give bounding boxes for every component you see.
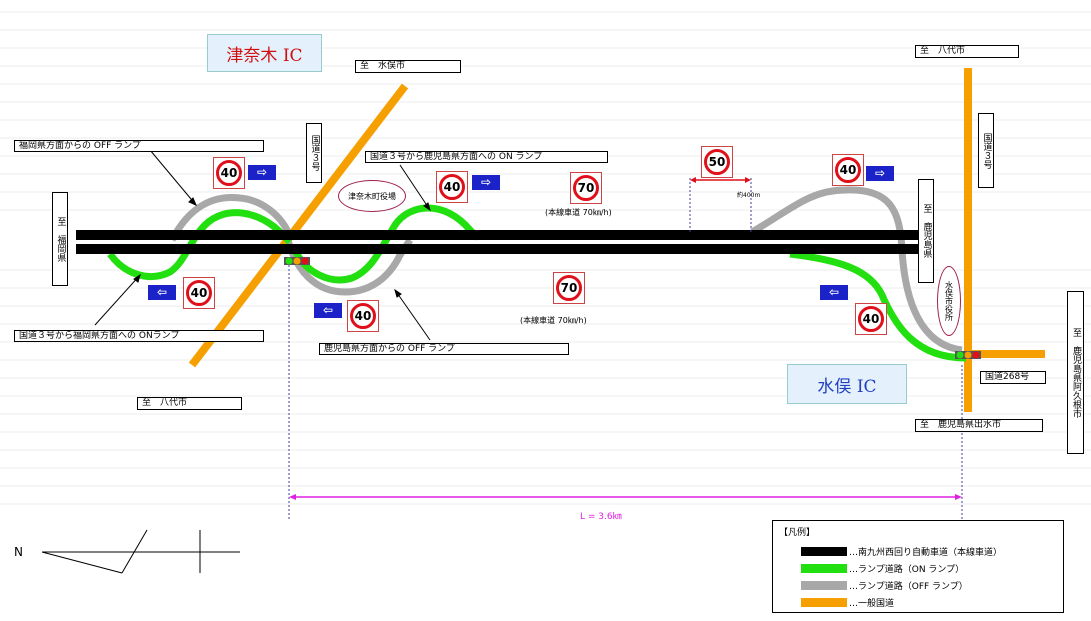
- arrow-right-icon: ⇨: [866, 166, 894, 181]
- speed-sign-40: 40: [855, 303, 887, 335]
- speed-sign-50: 50: [701, 146, 733, 178]
- speed-limit-icon: 70: [556, 275, 582, 301]
- minamata-ic-label: 水俣 IC: [787, 364, 907, 404]
- arrow-left-icon: ⇦: [314, 303, 342, 318]
- tsunagi-town-office: 津奈木町役場: [338, 180, 406, 212]
- dest-kagoshima-akune: 至 鹿児島県阿久根市: [1067, 291, 1084, 454]
- route-268-label: 国道268号: [980, 371, 1046, 384]
- label-on-to-fukuoka: 国道３号から福岡県方面への ONランプ: [14, 330, 264, 342]
- dest-yatsushiro-top: 至 八代市: [915, 45, 1019, 58]
- on-ramp-minamata: [789, 250, 967, 362]
- zone-length-note: 約400m: [737, 192, 761, 199]
- speed-note-lower: (本線車道 70㎞/h): [520, 316, 587, 325]
- legend-item-on-ramp: …ランプ道路（ON ランプ）: [801, 562, 965, 575]
- speed-sign-70: 70: [553, 272, 585, 304]
- legend-swatch: [801, 563, 847, 573]
- north-compass: [41, 529, 240, 574]
- legend-label: …南九州西回り自動車道（本線車道）: [849, 547, 1003, 558]
- speed-limit-icon: 40: [350, 303, 376, 329]
- legend-title: 【凡例】: [779, 528, 816, 538]
- legend-swatch: [801, 546, 847, 556]
- speed-limit-icon: 40: [835, 157, 861, 183]
- off-ramp-tsunagi-west: [168, 194, 292, 242]
- speed-note-upper: (本線車道 70㎞/h): [545, 208, 612, 217]
- legend-swatch: [801, 580, 847, 590]
- label-off-from-fukuoka: 福岡県方面からの OFF ランプ: [14, 140, 264, 152]
- distance-dimension: [289, 494, 962, 500]
- speed-sign-40: 40: [347, 300, 379, 332]
- speed-limit-icon: 50: [704, 149, 730, 175]
- national-road-3-west: [188, 83, 409, 368]
- north-label: N: [14, 545, 23, 559]
- legend-item-national-road: …一般国道: [801, 596, 895, 609]
- legend: 【凡例】 …南九州西回り自動車道（本線車道） …ランプ道路（ON ランプ） …ラ…: [772, 520, 1064, 613]
- speed-sign-40: 40: [436, 171, 468, 203]
- arrow-left-icon: ⇦: [820, 285, 848, 300]
- speed-sign-40: 40: [213, 157, 245, 189]
- traffic-signal-tsunagi: [284, 257, 310, 265]
- route-3-right-label: 国道３号: [978, 113, 994, 188]
- label-on-to-kagoshima: 国道３号から鹿児島県方面への ON ランプ: [365, 151, 608, 163]
- off-ramp-minamata: [750, 186, 963, 354]
- speed-limit-icon: 40: [858, 306, 884, 332]
- leader-lines: [94, 149, 431, 341]
- dest-kagoshima: 至 鹿児島県: [918, 179, 934, 283]
- route-3-left-label: 国道３号: [306, 123, 322, 183]
- tsunagi-ic-label: 津奈木 IC: [207, 34, 322, 72]
- dest-fukuoka: 至 福岡県: [52, 192, 68, 286]
- legend-item-off-ramp: …ランプ道路（OFF ランプ）: [801, 579, 968, 592]
- on-ramp-tsunagi-east: [291, 204, 481, 284]
- dest-izumi: 至 鹿児島県出水市: [915, 419, 1043, 432]
- legend-label: …ランプ道路（OFF ランプ）: [849, 581, 968, 592]
- speed-limit-icon: 70: [573, 175, 599, 201]
- legend-swatch: [801, 597, 847, 607]
- speed-limit-icon: 40: [186, 280, 212, 306]
- arrow-right-icon: ⇨: [248, 165, 276, 180]
- legend-item-main: …南九州西回り自動車道（本線車道）: [801, 545, 1003, 558]
- speed-zone-arrow: [690, 177, 751, 183]
- arrow-left-icon: ⇦: [148, 285, 176, 300]
- speed-sign-70: 70: [570, 172, 602, 204]
- speed-limit-icon: 40: [216, 160, 242, 186]
- distance-label: L = 3.6㎞: [580, 512, 622, 522]
- arrow-right-icon: ⇨: [472, 175, 500, 190]
- on-ramp-tsunagi-west: [107, 209, 293, 280]
- reference-lines: [288, 178, 963, 520]
- minamata-city-office: 水俣市役所: [937, 266, 961, 336]
- legend-label: …一般国道: [849, 598, 895, 609]
- legend-label: …ランプ道路（ON ランプ）: [849, 564, 965, 575]
- speed-sign-40: 40: [832, 154, 864, 186]
- speed-limit-icon: 40: [439, 174, 465, 200]
- dest-minamata-city: 至 水俣市: [355, 60, 461, 73]
- speed-sign-40: 40: [183, 277, 215, 309]
- dest-yatsushiro-bottom: 至 八代市: [137, 397, 242, 410]
- label-off-from-kagoshima: 鹿児島県方面からの OFF ランプ: [319, 343, 569, 355]
- traffic-signal-minamata: [955, 351, 981, 359]
